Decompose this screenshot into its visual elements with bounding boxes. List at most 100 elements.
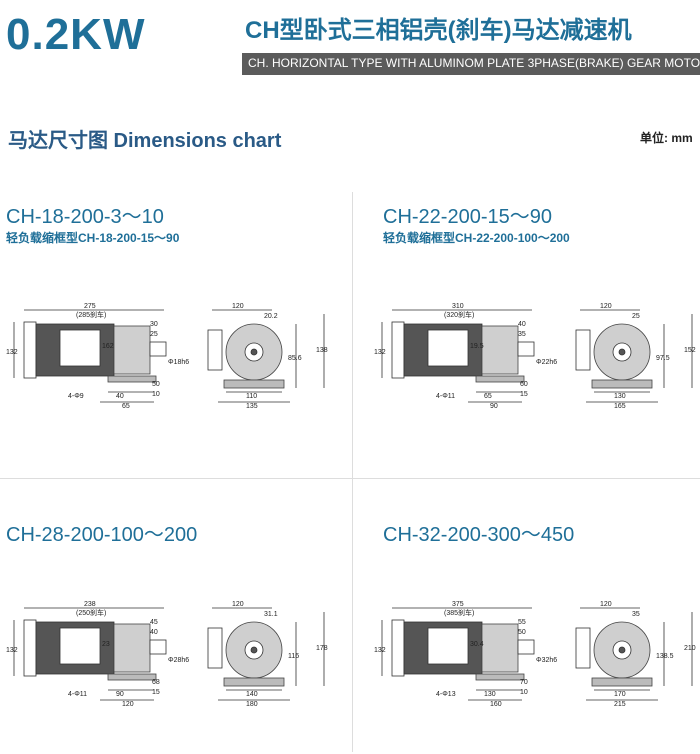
dim-f: 130: [484, 691, 496, 698]
output-shaft: [517, 341, 535, 357]
dim-height2: 138: [316, 347, 328, 354]
dim-a: 55: [518, 619, 526, 626]
dim-top: 120: [600, 601, 612, 608]
dimension-drawing: 238 (250刹车) 132 23 45 40 Φ28h6 68 15 90 …: [6, 601, 328, 708]
mount-feet: [223, 379, 285, 389]
shaft-center: [250, 348, 258, 356]
dim-radius: 138.5: [656, 653, 674, 660]
drawing-model-3: 238 (250刹车) 132 23 45 40 Φ28h6 68 15 90 …: [4, 598, 344, 713]
dim-length: 238: [84, 601, 96, 608]
dim-b: 25: [150, 331, 158, 338]
gearbox: [113, 623, 151, 673]
dim-base: 110: [246, 393, 257, 400]
mount-base: [475, 375, 525, 383]
dim-shaft-height: 30.4: [470, 641, 484, 648]
mount-base: [475, 673, 525, 681]
dim-base: 140: [246, 691, 258, 698]
dimension-drawing: 310 (320刹车) 132 19.5 40 35 Φ22h6 60 15 6…: [374, 303, 696, 410]
dim-top: 120: [600, 303, 612, 310]
dim-top2: 20.2: [264, 313, 278, 320]
dim-c: 50: [152, 381, 160, 388]
dim-f: 90: [116, 691, 124, 698]
terminal-box: [207, 627, 223, 669]
dim-a: 45: [150, 619, 158, 626]
mount-feet: [591, 379, 653, 389]
dim-shaft-dia: Φ28h6: [168, 657, 189, 664]
motor-fan-cover: [23, 619, 37, 677]
dim-c: 60: [520, 381, 528, 388]
mount-feet: [223, 677, 285, 687]
dim-c: 70: [520, 679, 528, 686]
dim-f: 40: [116, 393, 124, 400]
dim-height: 132: [374, 647, 386, 654]
motor-fan-cover: [391, 321, 405, 379]
dim-base: 130: [614, 393, 626, 400]
dim-length: 310: [452, 303, 464, 310]
dim-a: 30: [150, 321, 158, 328]
model-card-1: CH-18-200-3～10 轻负载缩框型CH-18-200-15～90: [6, 200, 179, 246]
dim-g: 65: [122, 403, 130, 410]
output-shaft: [149, 341, 167, 357]
dim-base2: 215: [614, 701, 626, 708]
terminal-box: [59, 329, 101, 367]
gearbox: [481, 623, 519, 673]
front-view: 120 35 138.5 210 170 215: [575, 601, 696, 708]
dim-e: 10: [520, 689, 528, 696]
unit-label: 单位: mm: [640, 131, 693, 145]
model-sub: 轻负载缩框型CH-18-200-15～90: [6, 231, 180, 245]
model-name: CH-18-200-3～10: [6, 206, 164, 228]
gearbox: [481, 325, 519, 375]
dim-hole: 4-Φ11: [68, 691, 87, 698]
section-title: 马达尺寸图 Dimensions chart: [8, 130, 282, 152]
front-view: 120 25 97.5 152 130 165: [575, 303, 696, 410]
dim-shaft-height: 162: [102, 343, 114, 350]
output-shaft: [149, 639, 167, 655]
dim-e: 10: [152, 391, 160, 398]
shaft-center: [618, 646, 626, 654]
dim-length: 375: [452, 601, 464, 608]
dim-height2: 152: [684, 347, 696, 354]
dim-radius: 97.5: [656, 355, 670, 362]
dim-f: 65: [484, 393, 492, 400]
model-sub: 轻负载缩框型CH-22-200-100～200: [383, 231, 570, 245]
dim-base: 170: [614, 691, 626, 698]
dim-top: 120: [232, 303, 244, 310]
terminal-box: [575, 627, 591, 669]
model-card-3: CH-28-200-100～200: [6, 518, 197, 547]
side-view: 238 (250刹车) 132 23 45 40 Φ28h6 68 15 90 …: [6, 601, 189, 708]
dim-length-brake: (285刹车): [76, 310, 106, 319]
dim-height: 132: [374, 349, 386, 356]
model-card-2: CH-22-200-15～90 轻负载缩框型CH-22-200-100～200: [383, 200, 570, 246]
shaft-center: [250, 646, 258, 654]
drawing-model-2: 310 (320刹车) 132 19.5 40 35 Φ22h6 60 15 6…: [372, 300, 700, 415]
front-view: 120 20.2 85.6 138 110 135: [207, 303, 328, 410]
dim-base2: 180: [246, 701, 258, 708]
dim-hole: 4-Φ9: [68, 393, 84, 400]
dim-radius: 85.6: [288, 355, 302, 362]
side-view: 275 (285刹车) 132 162 30 25 Φ18h6 50 10 40…: [6, 303, 189, 410]
dim-e: 15: [520, 391, 528, 398]
dimension-drawing: 375 (385刹车) 132 30.4 55 50 Φ32h6 70 10 1…: [374, 601, 696, 708]
mount-base: [107, 673, 157, 681]
side-view: 310 (320刹车) 132 19.5 40 35 Φ22h6 60 15 6…: [374, 303, 557, 410]
dim-g: 160: [490, 701, 502, 708]
model-name: CH-28-200-100～200: [6, 524, 198, 546]
dim-top2: 25: [632, 313, 640, 320]
dim-e: 15: [152, 689, 160, 696]
divider-vertical: [352, 192, 353, 752]
dim-top: 120: [232, 601, 244, 608]
mount-base: [107, 375, 157, 383]
model-card-4: CH-32-200-300～450: [383, 518, 574, 547]
dim-shaft-dia: Φ18h6: [168, 359, 189, 366]
dim-length-brake: (250刹车): [76, 608, 106, 617]
dim-height2: 178: [316, 645, 328, 652]
dim-a: 40: [518, 321, 526, 328]
dim-shaft-dia: Φ22h6: [536, 359, 557, 366]
terminal-box: [427, 627, 469, 665]
dim-b: 50: [518, 629, 526, 636]
dim-top2: 31.1: [264, 611, 278, 618]
model-name: CH-32-200-300～450: [383, 524, 575, 546]
dim-top2: 35: [632, 611, 640, 618]
dim-b: 35: [518, 331, 526, 338]
dim-height: 132: [6, 349, 18, 356]
